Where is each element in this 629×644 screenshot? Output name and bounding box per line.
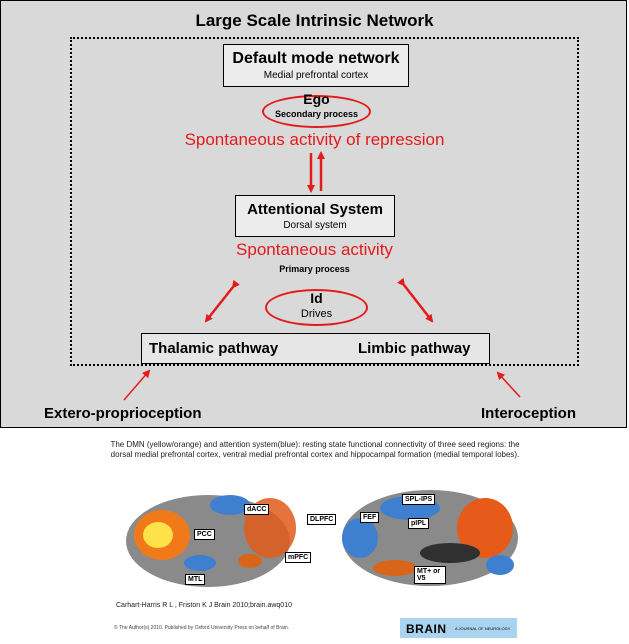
label-mpfc: mPFC	[285, 552, 312, 563]
limbic-pathway-label: Limbic pathway	[358, 340, 471, 357]
limbic-arrow	[397, 277, 434, 323]
journal-name: BRAIN	[406, 622, 447, 636]
thalamic-arrow	[204, 279, 240, 323]
figure-caption: The DMN (yellow/orange) and attention sy…	[110, 440, 520, 459]
spontaneous-activity-label: Spontaneous activity	[236, 240, 393, 259]
label-mt-v5: MT+ or V5	[414, 566, 446, 584]
figure-citation: Carhart-Harris R L , Friston K J Brain 2…	[116, 602, 292, 609]
label-spl-ips: SPL-IPS	[402, 494, 436, 505]
ego-ellipse	[262, 95, 371, 128]
brain-figure: The DMN (yellow/orange) and attention sy…	[110, 438, 520, 641]
label-pipl: pIPL	[408, 518, 430, 529]
primary-process-label: Primary process	[279, 264, 350, 274]
label-fef: FEF	[360, 512, 380, 523]
label-pcc: PCC	[194, 529, 215, 540]
interoception-label: Interoception	[481, 405, 577, 422]
brain-journal-logo: BRAIN A JOURNAL OF NEUROLOGY	[400, 618, 517, 638]
network-diagram: Large Scale Intrinsic Network Default mo…	[0, 0, 627, 428]
label-dacc: dACC	[244, 504, 270, 515]
ego-title: Ego	[303, 91, 330, 107]
attentional-title: Attentional System	[247, 201, 383, 218]
arrows-layer	[123, 151, 521, 401]
journal-subtitle: A JOURNAL OF NEUROLOGY	[455, 626, 511, 631]
default-mode-network-box: Default mode network Medial prefrontal c…	[223, 44, 409, 87]
attentional-subtitle: Dorsal system	[283, 220, 347, 231]
figure-copyright: © The Author(s) 2010. Published by Oxfor…	[114, 625, 290, 631]
id-subtitle: Drives	[300, 308, 333, 320]
pathways-box	[141, 333, 490, 364]
repression-label: Spontaneous activity of repression	[184, 130, 445, 149]
attentional-system-box: Attentional System Dorsal system	[235, 195, 395, 237]
dmn-title: Default mode network	[232, 50, 400, 67]
intero-arrow	[496, 371, 521, 398]
thalamic-pathway-label: Thalamic pathway	[149, 340, 279, 357]
ego-subtitle: Secondary process	[274, 109, 359, 119]
id-ellipse	[265, 289, 368, 326]
diagram-title: Large Scale Intrinsic Network	[195, 11, 434, 30]
extero-proprioception-label: Extero-proprioception	[44, 405, 202, 422]
intrinsic-network-frame	[70, 37, 579, 366]
brain-image	[126, 490, 518, 587]
label-dlpfc: DLPFC	[307, 514, 337, 525]
extero-arrow	[123, 369, 151, 401]
id-title: Id	[310, 290, 323, 306]
dmn-subtitle: Medial prefrontal cortex	[263, 70, 369, 81]
label-mtl: MTL	[185, 574, 206, 585]
